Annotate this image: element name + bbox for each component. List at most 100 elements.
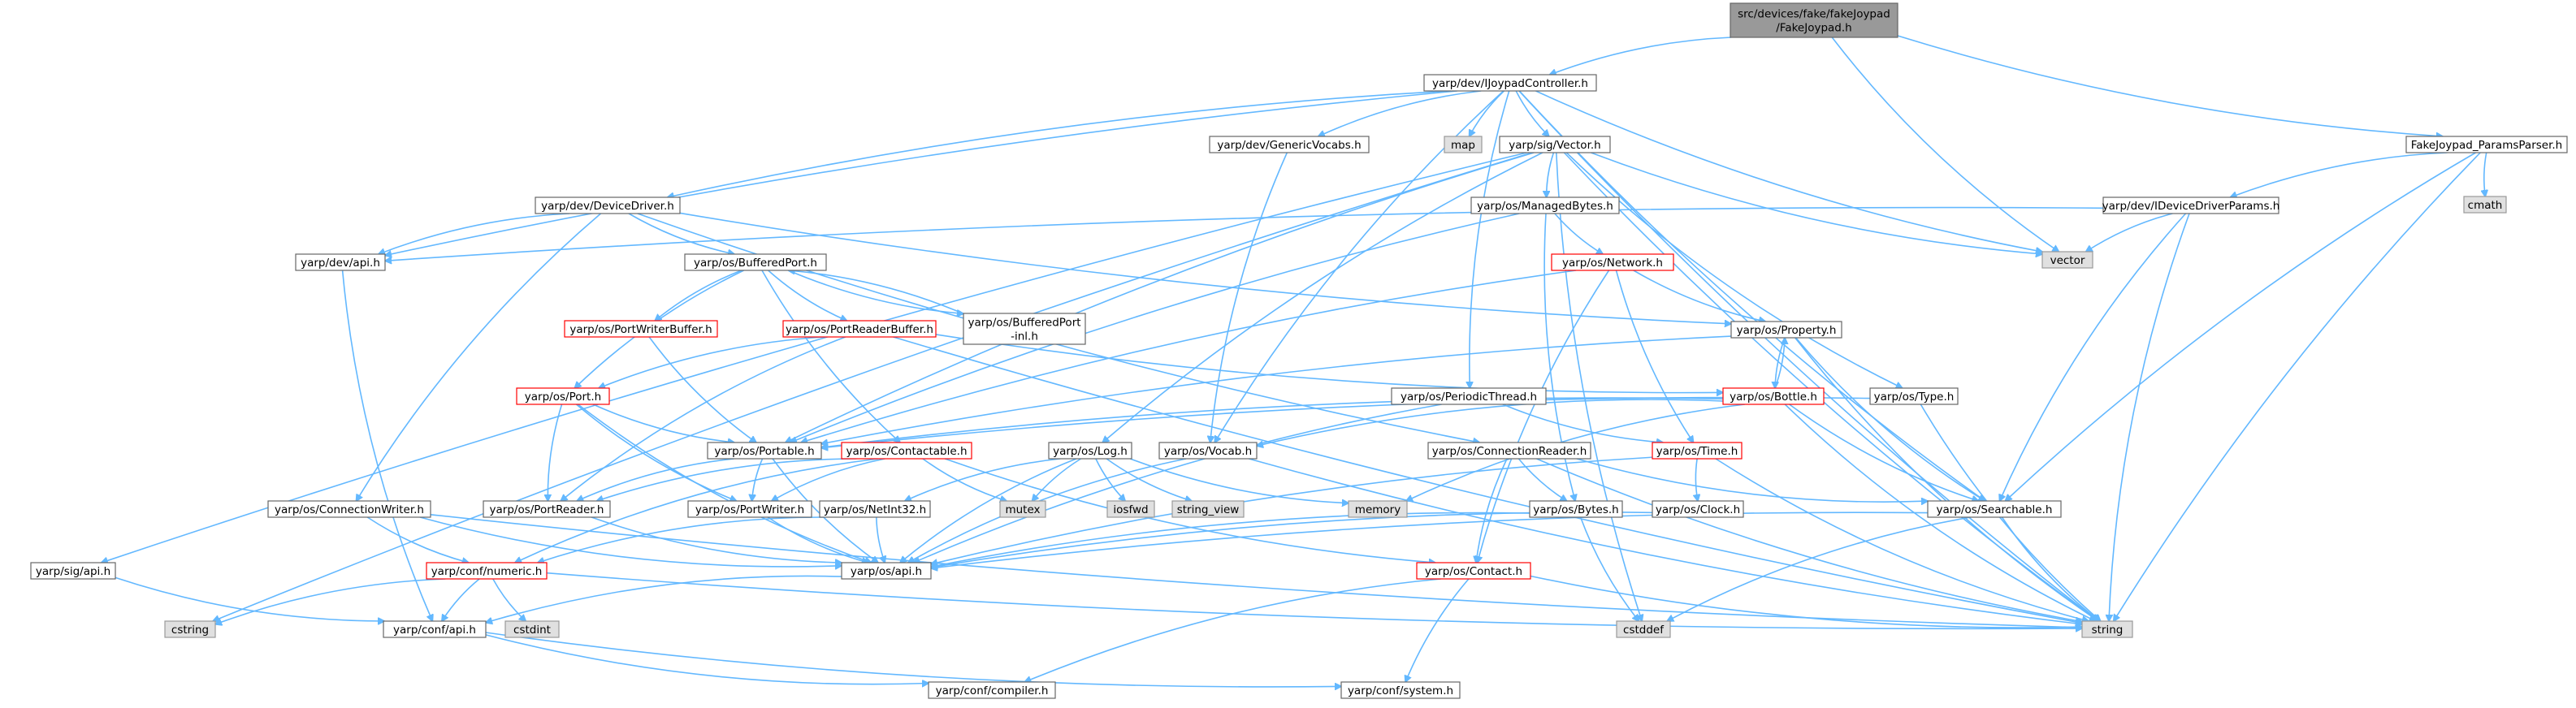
edge-contactable-to-mutex xyxy=(922,458,1007,501)
node-bufferedport[interactable]: yarp/os/BufferedPort.h xyxy=(684,253,827,271)
edge-contactable-to-contact xyxy=(944,458,1435,563)
node-label-bottle-line-0: yarp/os/Bottle.h xyxy=(1730,391,1817,404)
node-label-cstddef-line-0: cstddef xyxy=(1623,624,1665,637)
node-label-sigapi-line-0: yarp/sig/api.h xyxy=(36,565,110,578)
node-type[interactable]: yarp/os/Type.h xyxy=(1869,387,1959,405)
node-label-devicedriver-line-0: yarp/dev/DeviceDriver.h xyxy=(541,200,674,213)
node-map[interactable]: map xyxy=(1444,136,1483,153)
edge-portreaderbuffer-to-string xyxy=(893,336,2083,624)
node-portreaderbuffer[interactable]: yarp/os/PortReaderBuffer.h xyxy=(782,320,937,338)
edge-searchable-to-cstddef xyxy=(1667,516,1971,621)
node-ijoypad[interactable]: yarp/dev/IJoypadController.h xyxy=(1423,74,1597,92)
edge-devicedriver-to-property xyxy=(679,212,1731,323)
edge-root-to-params xyxy=(1897,35,2443,136)
node-vocab[interactable]: yarp/os/Vocab.h xyxy=(1158,442,1258,460)
edge-numeric-to-confapi xyxy=(442,578,480,621)
node-periodicthread[interactable]: yarp/os/PeriodicThread.h xyxy=(1391,387,1547,405)
edge-ijoypad-to-devapi xyxy=(385,90,1457,256)
node-sigvector[interactable]: yarp/sig/Vector.h xyxy=(1499,136,1611,153)
edge-devicedriver-to-bufferedport xyxy=(628,213,734,254)
node-box-portable xyxy=(707,442,822,460)
node-system[interactable]: yarp/conf/system.h xyxy=(1340,681,1461,699)
node-time[interactable]: yarp/os/Time.h xyxy=(1652,442,1743,460)
node-portable[interactable]: yarp/os/Portable.h xyxy=(707,442,822,460)
node-devicedriver[interactable]: yarp/dev/DeviceDriver.h xyxy=(535,196,681,214)
node-params[interactable]: FakeJoypad_ParamsParser.h xyxy=(2405,136,2568,153)
edge-bottle-to-property xyxy=(1774,338,1785,389)
node-property[interactable]: yarp/os/Property.h xyxy=(1730,321,1842,339)
edge-managedbytes-to-portable xyxy=(790,213,1520,442)
node-label-contactable-line-0: yarp/os/Contactable.h xyxy=(846,445,967,458)
node-compiler[interactable]: yarp/conf/compiler.h xyxy=(928,681,1056,699)
node-box-time xyxy=(1652,442,1743,460)
node-sigapi[interactable]: yarp/sig/api.h xyxy=(30,562,116,580)
node-label-genvocabs-line-0: yarp/dev/GenericVocabs.h xyxy=(1217,139,1361,152)
node-memory[interactable]: memory xyxy=(1348,500,1408,518)
node-idriverparams[interactable]: yarp/dev/IDeviceDriverParams.h xyxy=(2102,196,2280,214)
node-label-portreader-line-0: yarp/os/PortReader.h xyxy=(490,503,604,516)
edge-contactable-to-numeric xyxy=(515,458,879,563)
node-box-confapi xyxy=(383,620,487,638)
node-confapi[interactable]: yarp/conf/api.h xyxy=(383,620,487,638)
node-label-numeric-line-0: yarp/conf/numeric.h xyxy=(431,565,543,578)
node-bytes[interactable]: yarp/os/Bytes.h xyxy=(1529,500,1623,518)
node-managedbytes[interactable]: yarp/os/ManagedBytes.h xyxy=(1470,196,1620,214)
node-box-netint32 xyxy=(819,500,931,518)
node-box-bufferedportinl xyxy=(963,313,1086,345)
edge-log-to-memory xyxy=(1129,458,1349,503)
node-numeric[interactable]: yarp/conf/numeric.h xyxy=(426,562,548,580)
node-stringview[interactable]: string_view xyxy=(1171,500,1245,518)
node-root[interactable]: src/devices/fake/fakeJoypad/FakeJoypad.h xyxy=(1730,2,1898,38)
node-log[interactable]: yarp/os/Log.h xyxy=(1048,442,1132,460)
node-connectionreader[interactable]: yarp/os/ConnectionReader.h xyxy=(1427,442,1591,460)
edge-bottle-to-searchable xyxy=(1789,404,1979,501)
node-box-portreaderbuffer xyxy=(782,320,937,338)
node-cstdint[interactable]: cstdint xyxy=(504,620,560,638)
node-cstddef[interactable]: cstddef xyxy=(1616,620,1671,638)
node-label-map-line-0: map xyxy=(1451,139,1475,152)
node-portwriter[interactable]: yarp/os/PortWriter.h xyxy=(687,500,812,518)
edge-contact-to-system xyxy=(1405,578,1470,682)
node-box-bottle xyxy=(1722,387,1825,405)
node-bufferedportinl[interactable]: yarp/os/BufferedPort-inl.h xyxy=(963,313,1086,345)
node-cmath[interactable]: cmath xyxy=(2463,196,2507,214)
node-box-memory xyxy=(1348,500,1408,518)
node-label-searchable-line-0: yarp/os/Searchable.h xyxy=(1937,503,2053,516)
node-netint32[interactable]: yarp/os/NetInt32.h xyxy=(819,500,931,518)
node-connectionwriter[interactable]: yarp/os/ConnectionWriter.h xyxy=(267,500,431,518)
node-devapi[interactable]: yarp/dev/api.h xyxy=(295,253,386,271)
node-port[interactable]: yarp/os/Port.h xyxy=(516,387,610,405)
node-box-cstddef xyxy=(1616,620,1671,638)
node-contactable[interactable]: yarp/os/Contactable.h xyxy=(841,442,972,460)
node-box-network xyxy=(1551,253,1674,271)
node-portreader[interactable]: yarp/os/PortReader.h xyxy=(483,500,611,518)
node-label-network-line-0: yarp/os/Network.h xyxy=(1562,257,1663,270)
edge-connectionreader-to-searchable xyxy=(1576,458,1928,502)
node-vector[interactable]: vector xyxy=(2041,251,2093,269)
node-osapi[interactable]: yarp/os/api.h xyxy=(841,562,932,580)
edge-network-to-time xyxy=(1615,270,1694,442)
edge-bottle-to-vocab xyxy=(1257,399,1724,446)
node-bottle[interactable]: yarp/os/Bottle.h xyxy=(1722,387,1825,405)
node-network[interactable]: yarp/os/Network.h xyxy=(1551,253,1674,271)
edge-ijoypad-to-string xyxy=(1518,90,2098,621)
node-box-sigvector xyxy=(1499,136,1611,153)
node-iosfwd[interactable]: iosfwd xyxy=(1106,500,1155,518)
node-genvocabs[interactable]: yarp/dev/GenericVocabs.h xyxy=(1209,136,1370,153)
node-box-string xyxy=(2081,620,2133,638)
edge-ijoypad-to-vocab xyxy=(1214,90,1504,442)
node-label-mutex-line-0: mutex xyxy=(1005,503,1040,516)
node-box-connectionreader xyxy=(1427,442,1591,460)
edge-searchable-to-osapi xyxy=(931,512,1929,568)
node-mutex[interactable]: mutex xyxy=(999,500,1046,518)
edge-connectionwriter-to-string xyxy=(430,514,2082,628)
node-string[interactable]: string xyxy=(2081,620,2133,638)
node-searchable[interactable]: yarp/os/Searchable.h xyxy=(1927,500,2062,518)
edge-params-to-cmath xyxy=(2484,152,2487,196)
node-clock[interactable]: yarp/os/Clock.h xyxy=(1652,500,1744,518)
node-contact[interactable]: yarp/os/Contact.h xyxy=(1416,562,1531,580)
edge-idriverparams-to-devapi xyxy=(385,206,2104,261)
node-label-portreaderbuffer-line-0: yarp/os/PortReaderBuffer.h xyxy=(786,323,933,336)
node-cstring[interactable]: cstring xyxy=(164,620,216,638)
node-portwriterbuffer[interactable]: yarp/os/PortWriterBuffer.h xyxy=(564,320,718,338)
